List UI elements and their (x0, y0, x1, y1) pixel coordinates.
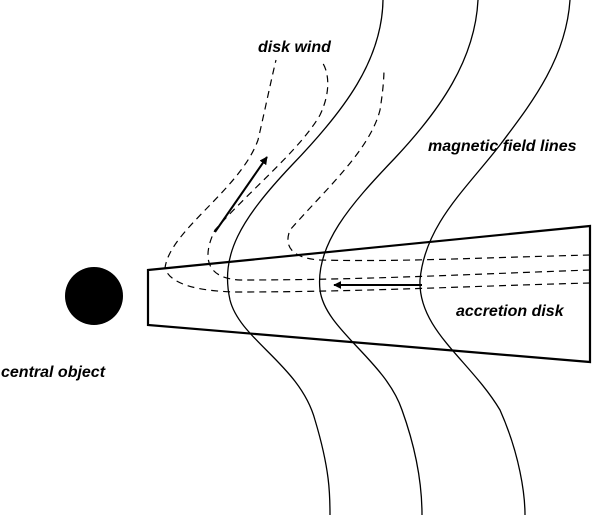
label-magnetic-field-lines: magnetic field lines (428, 138, 577, 155)
wind-streamline-2 (207, 61, 591, 281)
field-line-1 (226, 0, 384, 516)
field-line-3 (419, 0, 571, 516)
label-central-object: central object (1, 364, 106, 381)
wind-direction-arrow (214, 156, 268, 233)
field-line-2 (318, 0, 479, 516)
label-disk-wind: disk wind (258, 39, 332, 56)
label-accretion-disk: accretion disk (456, 303, 565, 320)
disk-wind-streamlines (164, 59, 591, 293)
central-object-sphere (65, 267, 123, 325)
accretion-disk-wedge (146, 224, 592, 364)
magnetic-field-lines (226, 0, 571, 516)
wind-streamline-3 (287, 67, 591, 262)
wind-streamline-1 (164, 59, 591, 293)
